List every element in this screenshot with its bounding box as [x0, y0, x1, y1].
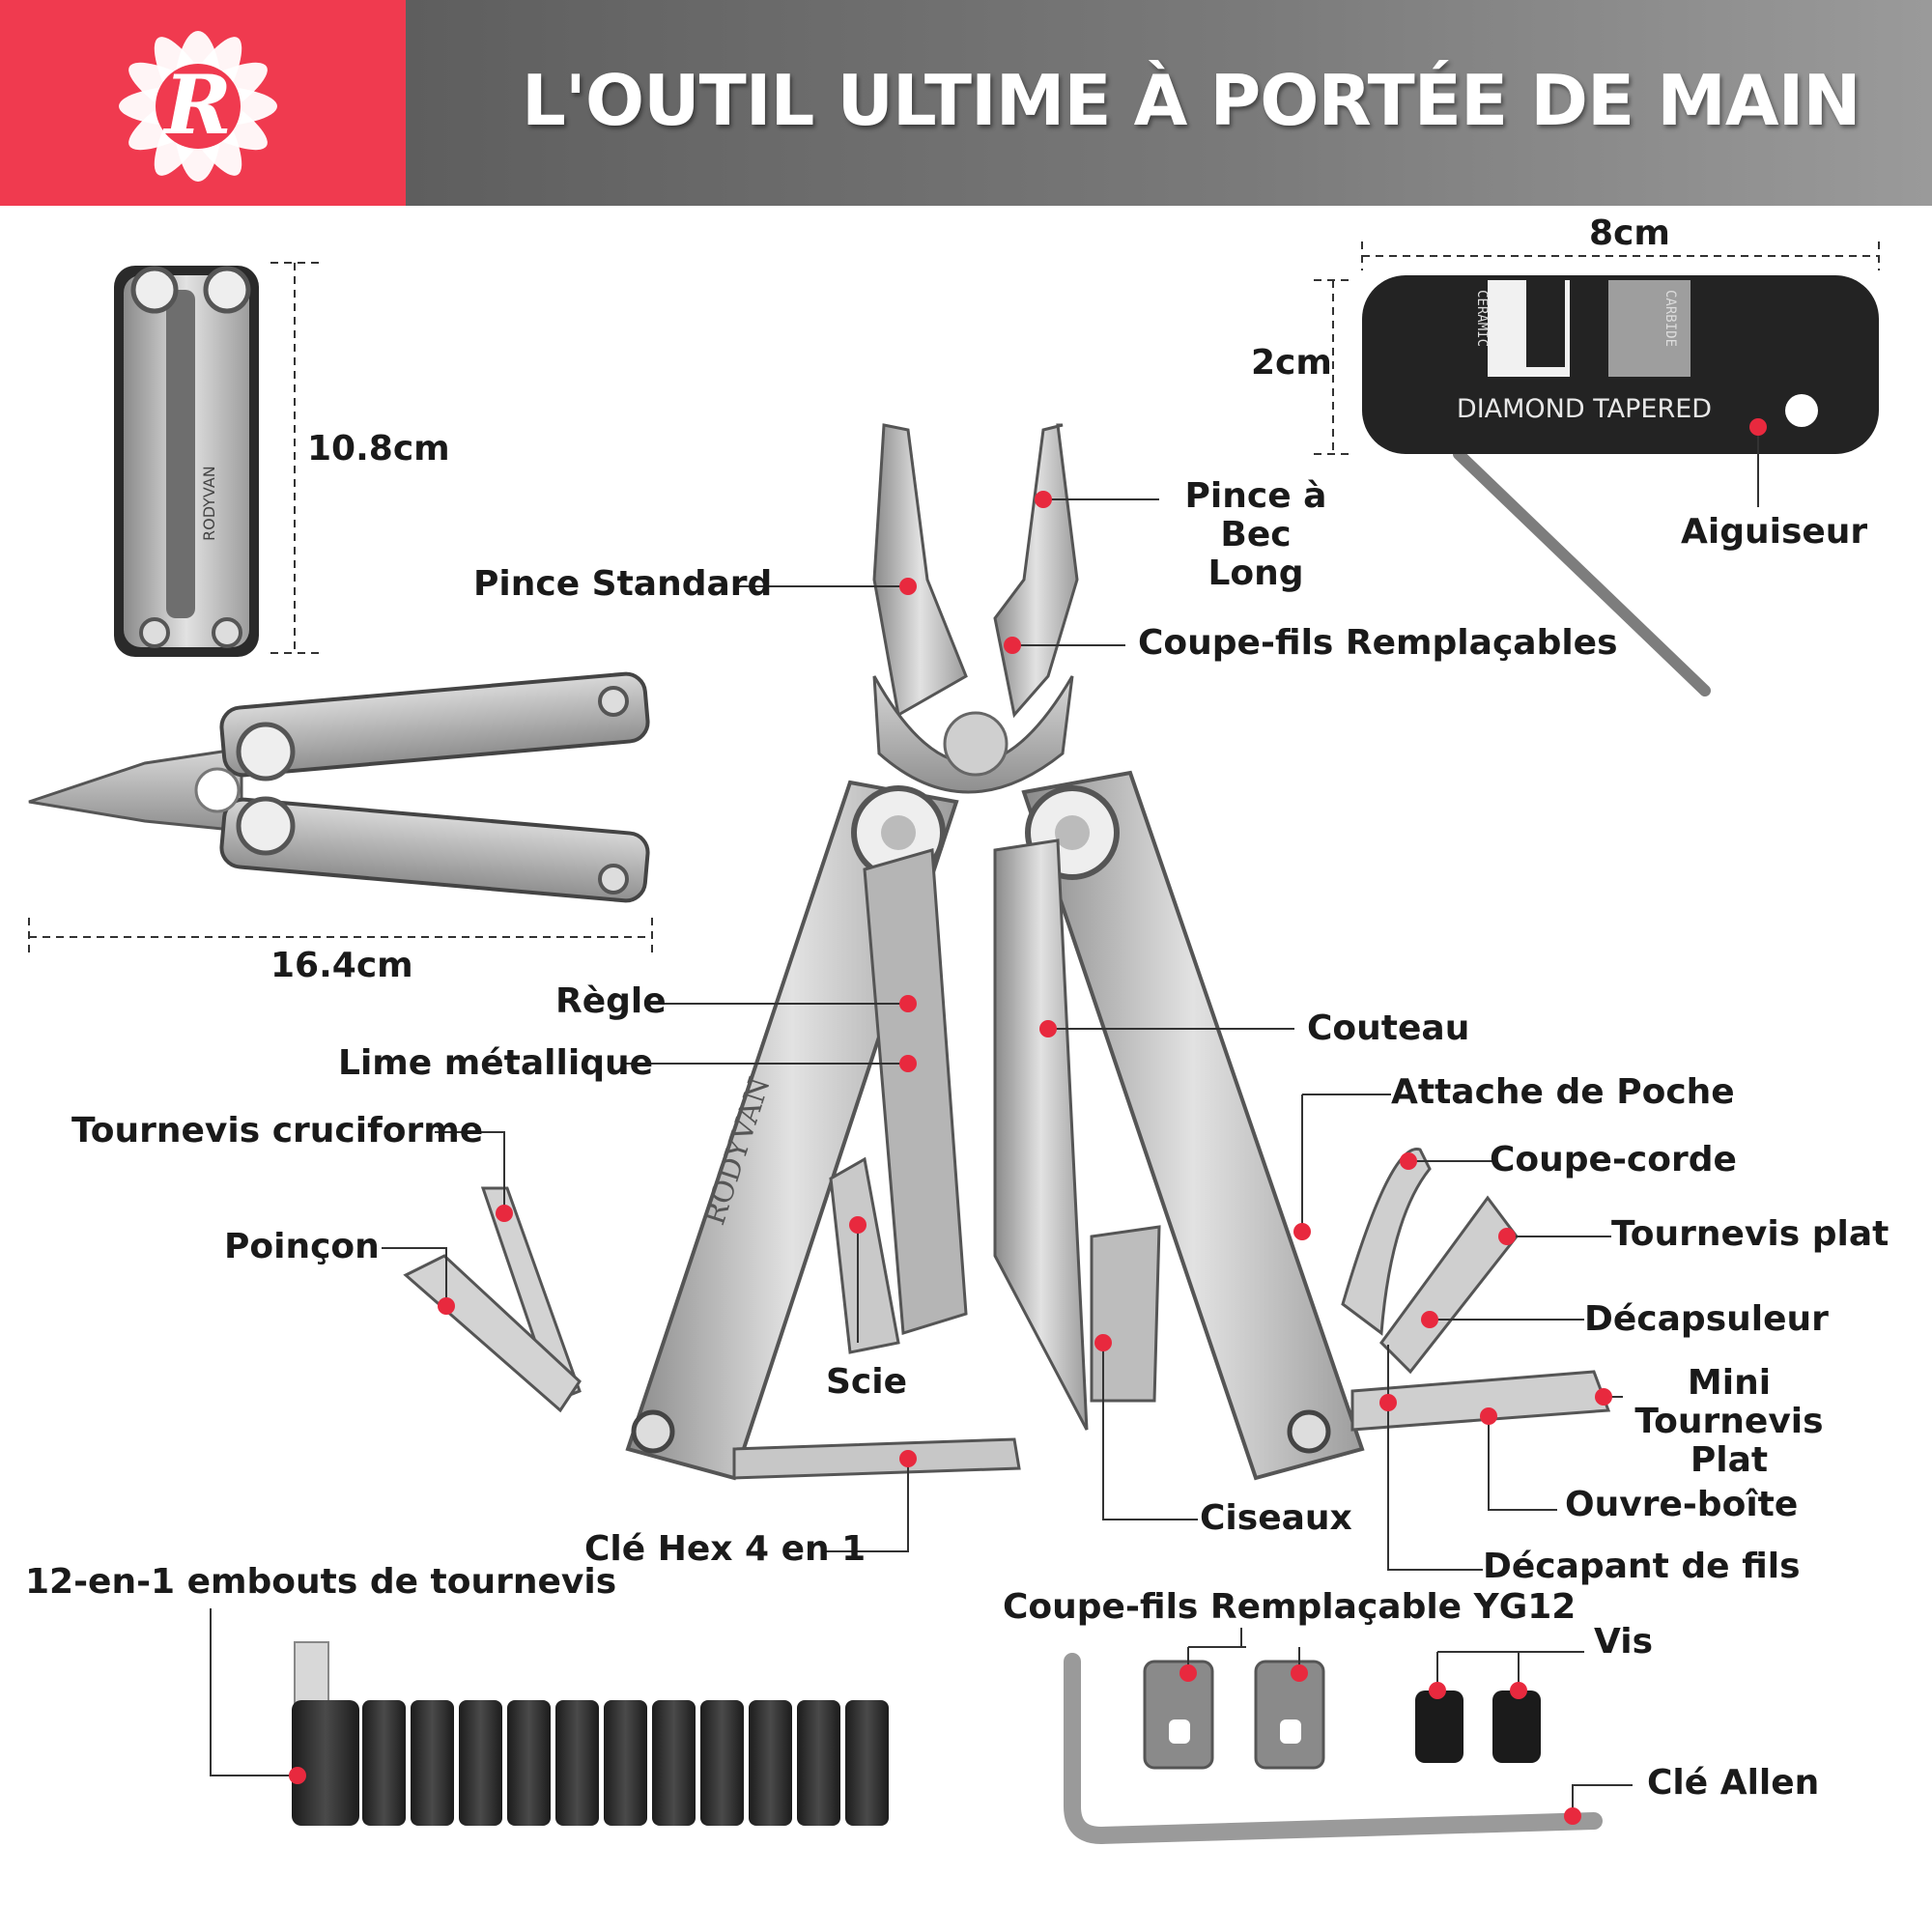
- screwdriver-bits-image: [292, 1641, 889, 1826]
- spare-parts-image: [1064, 1653, 1603, 1845]
- logo-letter: R: [162, 57, 232, 153]
- label-coupe-fils-yg12: Coupe-fils Remplaçable YG12: [1003, 1587, 1577, 1627]
- label-pince-bec-long: Pince à Bec Long: [1184, 476, 1327, 593]
- sharpener-height-label: 2cm: [1251, 343, 1332, 383]
- label-poincon: Poinçon: [224, 1227, 380, 1266]
- sharpener-dimension-lines: [1314, 242, 1880, 455]
- sharpener-image: CERAMIC CARBIDE DIAMOND TAPERED: [1362, 275, 1879, 696]
- page-title: L'OUTIL ULTIME À PORTÉE DE MAIN: [522, 60, 1861, 141]
- label-cle-allen: Clé Allen: [1647, 1763, 1820, 1803]
- label-decapsuleur: Décapsuleur: [1584, 1299, 1829, 1339]
- folded-tool-image: RODYVAN: [114, 266, 259, 657]
- folded-height-label: 10.8cm: [307, 429, 450, 469]
- open-tool-image: [28, 671, 650, 903]
- label-decapant: Décapant de fils: [1483, 1547, 1801, 1586]
- label-coupe-corde: Coupe-corde: [1490, 1140, 1737, 1179]
- sharpener-width-label: 8cm: [1589, 213, 1670, 253]
- multitool-main-image: RODYVAN: [403, 423, 1611, 1481]
- label-embouts: 12-en-1 embouts de tournevis: [25, 1562, 617, 1602]
- sharpener-left-text: CERAMIC: [1474, 290, 1490, 347]
- brand-logo: R: [119, 31, 277, 182]
- label-regle: Règle: [555, 981, 667, 1021]
- header-bar: [406, 0, 1932, 206]
- label-vis: Vis: [1594, 1622, 1653, 1662]
- sharpener-plate-text: DIAMOND TAPERED: [1457, 394, 1712, 424]
- handle-brand-text: RODYVAN: [200, 466, 218, 541]
- label-mini-tournevis: Mini Tournevis Plat: [1634, 1363, 1824, 1480]
- label-ciseaux: Ciseaux: [1200, 1498, 1352, 1538]
- label-tournevis-cruciforme: Tournevis cruciforme: [71, 1111, 484, 1151]
- label-couteau: Couteau: [1307, 1009, 1470, 1048]
- label-attache-poche: Attache de Poche: [1391, 1072, 1735, 1112]
- label-scie: Scie: [826, 1362, 908, 1402]
- label-tournevis-plat: Tournevis plat: [1611, 1214, 1889, 1254]
- sharpener-right-text: CARBIDE: [1662, 290, 1678, 347]
- label-pince-standard: Pince Standard: [473, 564, 773, 604]
- length-dimension-line: [28, 918, 653, 956]
- height-dimension-line: [270, 262, 319, 654]
- label-aiguiseur: Aiguiseur: [1681, 512, 1868, 552]
- label-ouvre-boite: Ouvre-boîte: [1565, 1485, 1799, 1524]
- label-coupe-fils: Coupe-fils Remplaçables: [1138, 623, 1618, 663]
- label-cle-hex: Clé Hex 4 en 1: [584, 1529, 867, 1569]
- open-length-label: 16.4cm: [270, 946, 413, 985]
- label-lime: Lime métallique: [338, 1043, 654, 1083]
- marker-dots: [289, 418, 1767, 1825]
